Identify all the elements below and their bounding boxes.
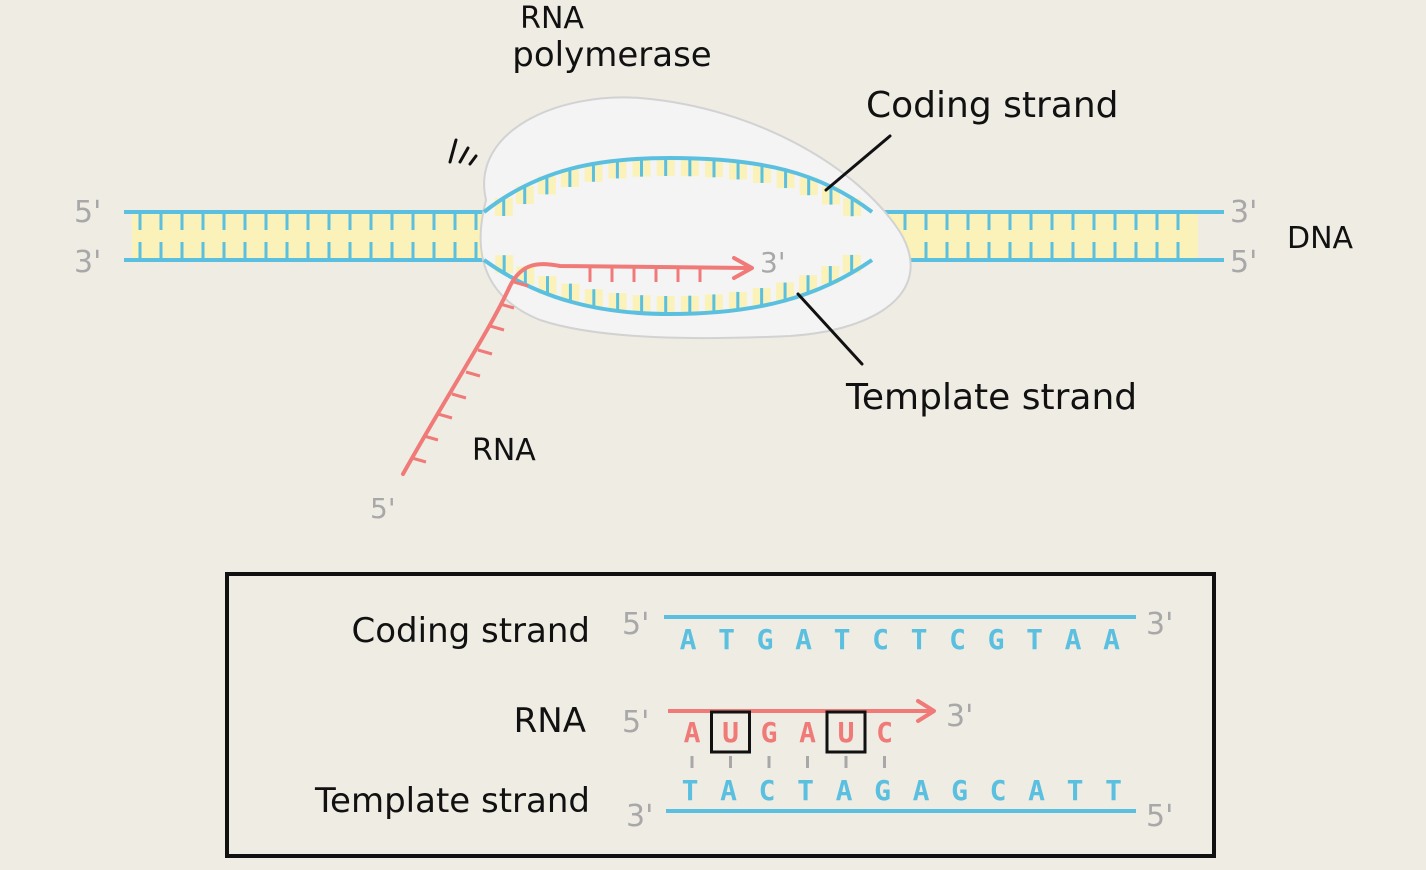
rna-paired-rungs xyxy=(588,268,702,282)
template-strand-leader-line xyxy=(796,292,864,366)
rna-label: RNA xyxy=(472,433,536,468)
rna-base: U xyxy=(838,716,855,749)
dna-label: DNA xyxy=(1287,221,1354,256)
coding-base: A xyxy=(680,623,697,656)
box-coding-3-end: 3' xyxy=(1146,607,1173,642)
coding-strand-label: Coding strand xyxy=(866,85,1119,126)
coding-base: C xyxy=(949,623,966,656)
box-rna-3-end: 3' xyxy=(946,699,973,734)
uracil-highlight-box xyxy=(825,710,867,754)
rna-tail-tick xyxy=(451,392,467,400)
coding-base: A xyxy=(1065,623,1082,656)
coding-base: G xyxy=(988,623,1005,656)
rna-arrowhead-icon xyxy=(732,256,754,280)
rna-base: U xyxy=(722,716,739,749)
coding-base: T xyxy=(718,623,735,656)
coding-strand-leader-line xyxy=(824,134,892,192)
dna-right-segment xyxy=(870,210,1224,262)
template-base: T xyxy=(1067,774,1084,807)
polymerase-label-line2: polymerase xyxy=(512,35,711,75)
template-base: C xyxy=(990,774,1007,807)
coding-base: A xyxy=(795,623,812,656)
motion-lines-icon xyxy=(448,138,478,166)
rna-base: A xyxy=(684,716,701,749)
rna-tail-tick xyxy=(489,324,505,332)
box-rna-label: RNA xyxy=(514,701,586,741)
box-coding-5-end: 5' xyxy=(622,607,649,642)
box-template-strand-label: Template strand xyxy=(314,781,590,821)
template-base: A xyxy=(913,774,930,807)
template-base: G xyxy=(874,774,891,807)
rna-strand-line xyxy=(401,262,750,476)
dna-left-segment xyxy=(124,210,484,262)
template-base: A xyxy=(1028,774,1045,807)
rna-transcript xyxy=(401,256,754,476)
rna-tail-tick xyxy=(437,412,453,420)
uracil-highlight-box xyxy=(710,710,751,754)
template-base: T xyxy=(682,774,699,807)
box-rna-arrowhead-icon xyxy=(916,699,936,723)
rna-tail-tick xyxy=(477,348,493,356)
coding-base: T xyxy=(834,623,851,656)
rna-base: A xyxy=(799,716,816,749)
base-pair-rungs-left xyxy=(138,214,478,258)
dna-right-top-end-label: 3' xyxy=(1230,195,1257,230)
template-base: C xyxy=(759,774,776,807)
template-strand-label: Template strand xyxy=(845,377,1137,418)
box-rna-5-end: 5' xyxy=(622,705,649,740)
coding-base: A xyxy=(1103,623,1120,656)
base-pair-fill-right xyxy=(872,214,1198,258)
sequence-comparison-box xyxy=(225,572,1216,858)
rna-tail-tick xyxy=(411,456,427,464)
coding-strand-arc xyxy=(482,155,874,214)
rna-base: G xyxy=(761,716,778,749)
coding-base: G xyxy=(757,623,774,656)
coding-base: T xyxy=(1026,623,1043,656)
template-base: G xyxy=(951,774,968,807)
box-template-3-end: 3' xyxy=(626,799,653,834)
box-coding-strand-label: Coding strand xyxy=(352,611,591,651)
coding-base: T xyxy=(911,623,928,656)
rna-tail-tick xyxy=(465,370,481,378)
box-template-5-end: 5' xyxy=(1146,799,1173,834)
rna-tail-tick xyxy=(513,280,529,288)
polymerase-label-line1: RNA xyxy=(520,1,584,36)
template-base: T xyxy=(1105,774,1122,807)
dna-left-top-end-label: 5' xyxy=(74,195,101,230)
rna-base: C xyxy=(876,716,893,749)
template-base: A xyxy=(720,774,737,807)
template-base: A xyxy=(836,774,853,807)
template-strand-arc xyxy=(482,258,874,317)
rna-5-end-label: 5' xyxy=(370,492,396,525)
dna-left-bottom-end-label: 3' xyxy=(74,245,101,280)
rna-3-end-label: 3' xyxy=(760,246,786,279)
coding-base: C xyxy=(872,623,889,656)
dna-right-bottom-end-label: 5' xyxy=(1230,245,1257,280)
base-pairing-ticks xyxy=(690,756,886,768)
template-base: T xyxy=(797,774,814,807)
